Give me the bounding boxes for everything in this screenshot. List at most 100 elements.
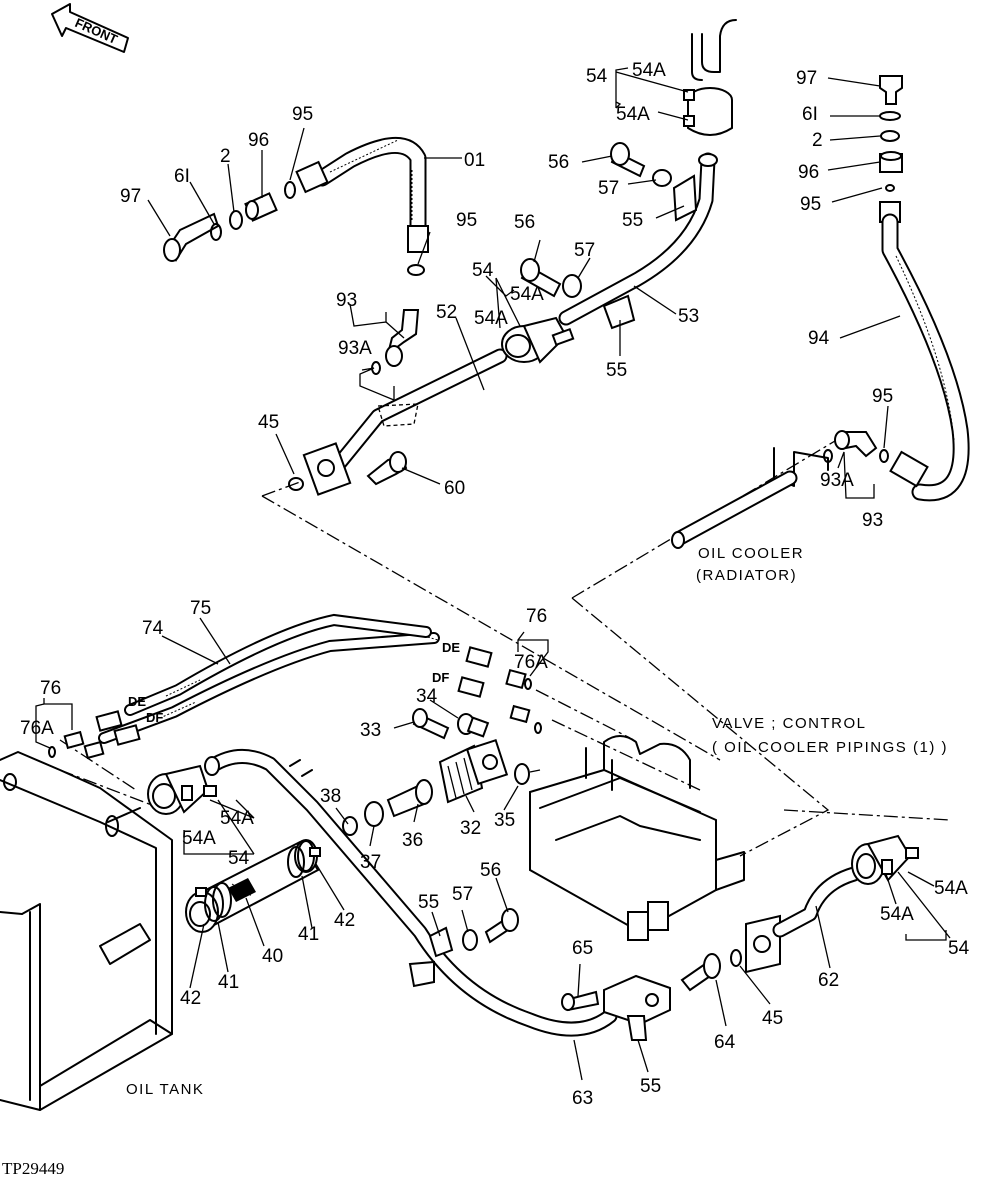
callout-95-right-top: 95 bbox=[800, 194, 821, 215]
adapter-96-right bbox=[879, 151, 903, 173]
callout-54A-right-1: 54A bbox=[934, 878, 968, 899]
clamp-54-left bbox=[147, 764, 217, 815]
elbow-93-right bbox=[823, 430, 878, 463]
pipe-63 bbox=[204, 748, 618, 1037]
oil-tank bbox=[0, 751, 173, 1111]
callout-41-left: 41 bbox=[218, 972, 239, 993]
callout-95-upper-left: 95 bbox=[292, 104, 313, 125]
o-ring-95-right bbox=[879, 449, 889, 463]
lockwasher-61-right bbox=[879, 111, 901, 121]
callout-64: 64 bbox=[714, 1032, 736, 1053]
hose-74 bbox=[98, 632, 440, 744]
callout-40: 40 bbox=[262, 946, 283, 967]
hose-clamps-41-42 bbox=[195, 840, 321, 922]
callout-54-left: 54 bbox=[228, 848, 250, 869]
callout-65: 65 bbox=[572, 938, 593, 959]
elbow-93-upper bbox=[371, 309, 420, 375]
callout-93-right: 93 bbox=[862, 510, 883, 531]
bracket-55-upper bbox=[602, 174, 698, 330]
clamp-54-lower-right bbox=[851, 834, 919, 885]
oil-cooler-stub bbox=[671, 447, 829, 549]
figure-id: TP29449 bbox=[2, 1159, 64, 1178]
washer-37 bbox=[364, 801, 384, 827]
callout-41-right: 41 bbox=[298, 924, 319, 945]
callout-55-middle: 55 bbox=[606, 360, 627, 381]
callout-2-upper-left: 2 bbox=[220, 146, 231, 167]
callout-94: 94 bbox=[808, 328, 830, 349]
bolt-65 bbox=[561, 990, 600, 1012]
callout-32: 32 bbox=[460, 818, 481, 839]
control-valve-caption-line2: ( OIL COOLER PIPINGS (1) ) bbox=[712, 739, 948, 756]
callout-55-lower-left: 55 bbox=[418, 892, 439, 913]
washer-57-middle bbox=[562, 274, 582, 298]
hose-fittings-left bbox=[48, 710, 141, 760]
callout-54-right: 54 bbox=[948, 938, 970, 959]
callout-60: 60 bbox=[444, 478, 465, 499]
control-valve-caption-line1: VALVE ; CONTROL bbox=[712, 715, 866, 732]
oil-cooler-caption-line2: (RADIATOR) bbox=[696, 567, 797, 584]
washer-2-right bbox=[880, 130, 900, 142]
callout-45-lower: 45 bbox=[762, 1008, 783, 1029]
control-valve bbox=[529, 735, 745, 941]
oil-cooler-inlet-tube bbox=[691, 19, 737, 81]
o-ring-95-upper-mid bbox=[407, 264, 425, 276]
hose-01 bbox=[295, 137, 429, 253]
port-tag-df-upper: DF bbox=[432, 670, 449, 685]
o-ring-95-right-top bbox=[885, 184, 895, 192]
bolt-56-upper bbox=[610, 142, 646, 178]
callout-54A-top-1: 54A bbox=[632, 60, 666, 81]
callout-93A-upper: 93A bbox=[338, 338, 372, 359]
callout-34: 34 bbox=[416, 686, 438, 707]
callout-56-middle: 56 bbox=[514, 212, 535, 233]
flange-block bbox=[603, 974, 671, 1041]
pipe-62 bbox=[745, 866, 862, 974]
callout-57-middle: 57 bbox=[574, 240, 595, 261]
callout-54A-top-2: 54A bbox=[616, 104, 650, 125]
callout-55-lower: 55 bbox=[640, 1076, 661, 1097]
callout-54A-right-2: 54A bbox=[880, 904, 914, 925]
callout-62: 62 bbox=[818, 970, 839, 991]
hose-94 bbox=[879, 201, 970, 502]
callout-63: 63 bbox=[572, 1088, 593, 1109]
lockwasher-61-upper-left bbox=[210, 223, 222, 241]
bolt-56-lower bbox=[484, 908, 519, 944]
o-ring-45-lower bbox=[730, 949, 742, 967]
pipe-53 bbox=[558, 152, 718, 326]
washer-2-upper-left bbox=[229, 210, 243, 230]
callout-56-upper: 56 bbox=[548, 152, 569, 173]
callout-97-right: 97 bbox=[796, 68, 817, 89]
washer-57-lower bbox=[462, 929, 478, 951]
callout-54-middle: 54 bbox=[472, 260, 494, 281]
callout-53: 53 bbox=[678, 306, 699, 327]
callout-2-right: 2 bbox=[812, 130, 823, 151]
bracket-55-lower-left bbox=[408, 926, 454, 988]
callout-54A-middle-2: 54A bbox=[474, 308, 508, 329]
adapter-34 bbox=[457, 713, 490, 738]
port-tag-de-left: DE bbox=[128, 694, 146, 709]
callout-37: 37 bbox=[360, 852, 381, 873]
connector-33 bbox=[412, 708, 450, 740]
callout-36: 36 bbox=[402, 830, 423, 851]
callout-93A-right: 93A bbox=[820, 470, 854, 491]
callout-76A-left: 76A bbox=[20, 718, 54, 739]
callout-35: 35 bbox=[494, 810, 515, 831]
callout-76A-upper: 76A bbox=[514, 652, 548, 673]
callout-01: 01 bbox=[464, 150, 485, 171]
callout-96-upper-left: 96 bbox=[248, 130, 269, 151]
callout-45-upper: 45 bbox=[258, 412, 279, 433]
oil-tank-caption: OIL TANK bbox=[126, 1081, 204, 1098]
bolt-97-right bbox=[879, 75, 903, 105]
callout-56-lower: 56 bbox=[480, 860, 501, 881]
callout-42-left: 42 bbox=[180, 988, 201, 1009]
front-label: FRONT bbox=[73, 15, 120, 47]
callout-96-right: 96 bbox=[798, 162, 819, 183]
leader-lines bbox=[35, 67, 951, 1081]
clamp-54-top bbox=[683, 87, 733, 136]
bolt-64 bbox=[680, 953, 721, 992]
oil-cooler-caption-line1: OIL COOLER bbox=[698, 545, 804, 562]
port-tag-de-upper: DE bbox=[442, 640, 460, 655]
callout-97-upper-left: 97 bbox=[120, 186, 141, 207]
callout-93-upper: 93 bbox=[336, 290, 357, 311]
o-ring-95-upper-left bbox=[284, 181, 296, 199]
